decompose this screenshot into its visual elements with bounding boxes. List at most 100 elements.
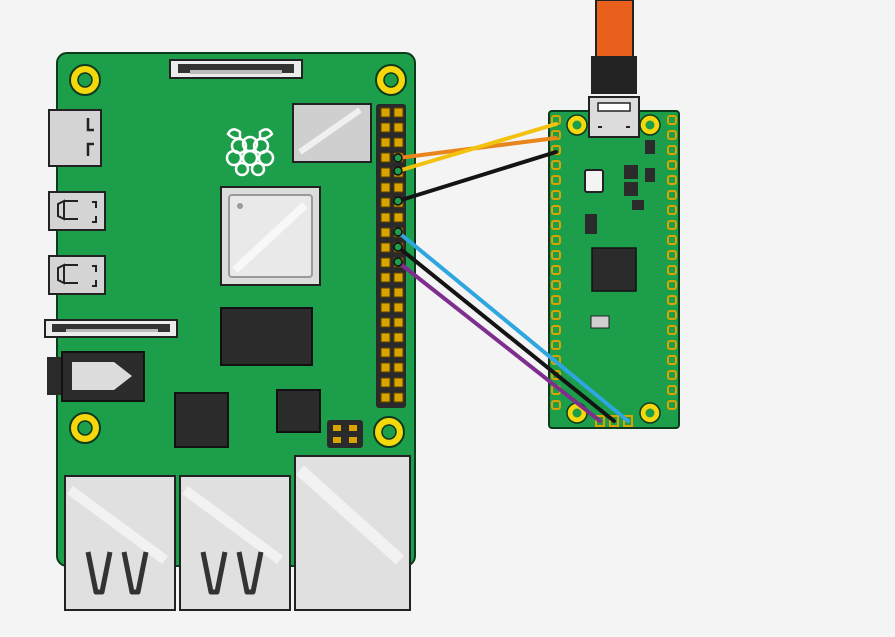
pico-pin bbox=[551, 205, 561, 215]
gpio-pin bbox=[380, 287, 391, 298]
gpio-pin bbox=[393, 182, 404, 193]
gpio-pin bbox=[393, 287, 404, 298]
gpio-header bbox=[376, 104, 406, 408]
gpio-pin bbox=[393, 332, 404, 343]
pico-mounting-holes bbox=[566, 114, 661, 424]
pico-pin bbox=[667, 280, 677, 290]
wire-black-bottom bbox=[396, 245, 616, 423]
usb-controller-chip bbox=[174, 392, 229, 448]
gpio-pin bbox=[393, 377, 404, 388]
gpio-pin bbox=[380, 242, 391, 253]
pico-pin bbox=[551, 280, 561, 290]
gpio-pin bbox=[380, 317, 391, 328]
gpio-pin bbox=[380, 332, 391, 343]
pico-pin bbox=[551, 400, 561, 410]
pico-pin bbox=[551, 295, 561, 305]
gpio-pin bbox=[380, 107, 391, 118]
pico-pin bbox=[551, 175, 561, 185]
gpio-pin bbox=[393, 272, 404, 283]
soc-chip bbox=[220, 186, 321, 286]
pico-pin bbox=[551, 250, 561, 260]
pico-pin bbox=[551, 190, 561, 200]
gpio-pin bbox=[380, 272, 391, 283]
gpio-pin bbox=[380, 212, 391, 223]
wire-purple bbox=[396, 260, 602, 423]
pico-pin bbox=[667, 385, 677, 395]
pico-pin bbox=[551, 265, 561, 275]
pico-pin bbox=[551, 310, 561, 320]
usb-cable bbox=[591, 0, 637, 94]
pico-pin bbox=[667, 160, 677, 170]
wire-yellow bbox=[396, 122, 558, 173]
pico-small-chip bbox=[645, 140, 655, 154]
gpio-pin bbox=[393, 122, 404, 133]
gpio-pin bbox=[380, 377, 391, 388]
gpio-pin bbox=[393, 347, 404, 358]
pico-pin bbox=[667, 400, 677, 410]
ram-chip bbox=[220, 307, 313, 366]
raspberry-logo-icon bbox=[225, 128, 275, 177]
ethernet-port bbox=[294, 455, 411, 611]
usb-port-2 bbox=[179, 475, 291, 611]
jumper-wires bbox=[396, 122, 630, 423]
pico-micro-usb bbox=[588, 96, 640, 138]
gpio-pin bbox=[393, 137, 404, 148]
pico-pin bbox=[667, 295, 677, 305]
gpio-pin bbox=[393, 212, 404, 223]
gpio-pin bbox=[393, 302, 404, 313]
camera-connector bbox=[44, 319, 178, 338]
pico-pin bbox=[667, 265, 677, 275]
pico-pin bbox=[667, 355, 677, 365]
wireless-module bbox=[292, 103, 372, 163]
micro-hdmi-port-1 bbox=[48, 191, 106, 231]
pico-pin bbox=[667, 325, 677, 335]
display-connector bbox=[169, 59, 303, 79]
pico-small-chip bbox=[624, 182, 638, 196]
pico-pin bbox=[551, 220, 561, 230]
gpio-pin bbox=[380, 137, 391, 148]
gpio-pin bbox=[380, 227, 391, 238]
pico-pin bbox=[667, 190, 677, 200]
pico-pin bbox=[667, 220, 677, 230]
wire-black-top bbox=[396, 150, 558, 203]
gpio-pin bbox=[380, 362, 391, 373]
pico-small-chip bbox=[585, 214, 597, 234]
gpio-pin bbox=[380, 197, 391, 208]
rp2040-chip bbox=[591, 247, 637, 292]
gpio-pin bbox=[380, 182, 391, 193]
gpio-pin bbox=[380, 347, 391, 358]
gpio-pin bbox=[380, 122, 391, 133]
pico-pin bbox=[667, 205, 677, 215]
gpio-pin bbox=[380, 302, 391, 313]
pico-pin bbox=[667, 340, 677, 350]
micro-hdmi-port-2 bbox=[48, 255, 106, 295]
gpio-pins bbox=[380, 107, 404, 403]
pico-pin bbox=[667, 310, 677, 320]
pico-pin bbox=[551, 160, 561, 170]
pico-pin bbox=[551, 235, 561, 245]
pi-mounting-holes bbox=[69, 64, 407, 448]
pico-pin bbox=[667, 235, 677, 245]
pico-pin bbox=[667, 370, 677, 380]
pico-small-chip bbox=[632, 200, 644, 210]
pico-pin bbox=[667, 130, 677, 140]
wire-endpoints bbox=[393, 153, 403, 267]
bootsel-button bbox=[584, 169, 604, 193]
gpio-pin bbox=[380, 167, 391, 178]
raspberry-pi-pico-board bbox=[548, 96, 680, 429]
gpio-pin bbox=[380, 152, 391, 163]
gpio-pin bbox=[393, 107, 404, 118]
pico-pin bbox=[667, 115, 677, 125]
pico-pin bbox=[667, 175, 677, 185]
usb-c-power-port bbox=[48, 109, 102, 167]
pico-small-chip bbox=[624, 165, 638, 179]
gpio-pin bbox=[380, 392, 391, 403]
pico-pin bbox=[667, 145, 677, 155]
pmic-chip bbox=[276, 389, 321, 433]
gpio-pin bbox=[393, 392, 404, 403]
gpio-pin bbox=[393, 362, 404, 373]
raspberry-pi-board bbox=[44, 52, 416, 611]
gpio-pin bbox=[380, 257, 391, 268]
